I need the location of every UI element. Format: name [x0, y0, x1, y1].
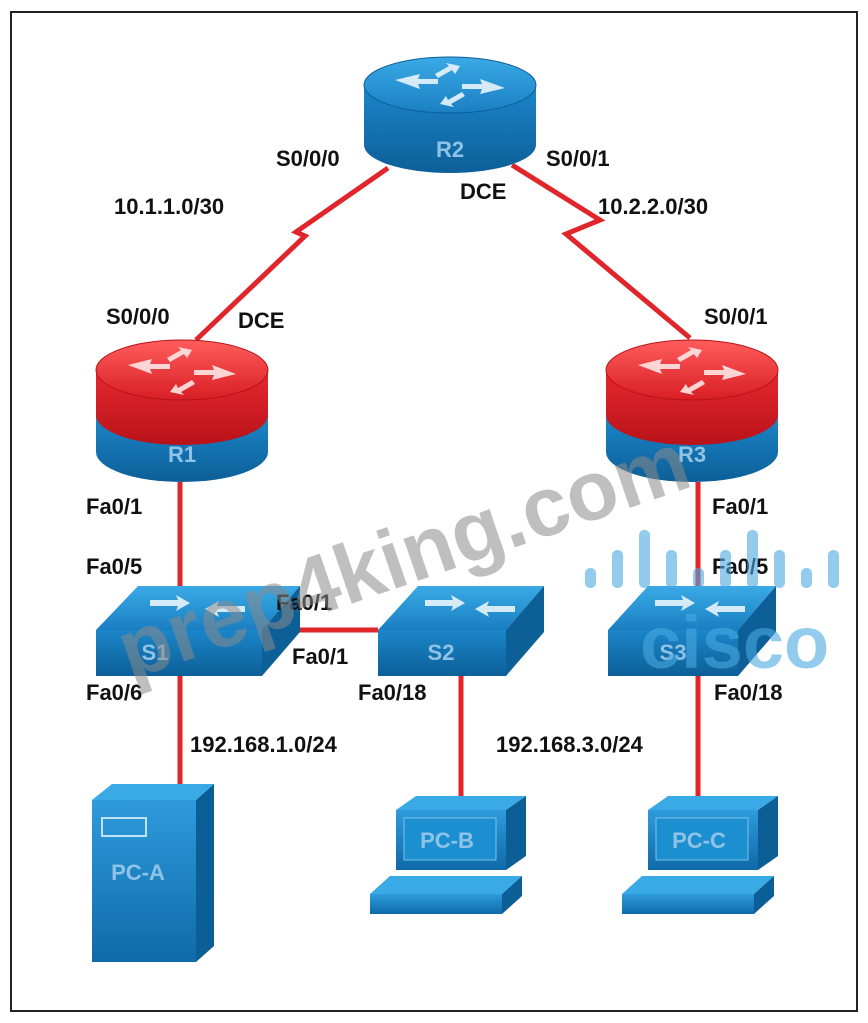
- pc-c[interactable]: PC-C: [622, 796, 778, 914]
- pc-a-name: PC-A: [111, 860, 165, 885]
- router-arrows-icon: [395, 63, 505, 107]
- label-r1-s000: S0/0/0: [106, 304, 170, 329]
- label-r2-dce: DCE: [460, 179, 506, 204]
- router-r2[interactable]: R2: [363, 56, 537, 173]
- serial-link-r1-r2: [194, 165, 390, 342]
- switch-arrows-icon: [655, 595, 745, 617]
- switch-s3[interactable]: S3: [608, 586, 776, 676]
- switch-s2-name: S2: [428, 640, 455, 665]
- serial-link-r2-r3: [510, 162, 692, 340]
- label-net-r1-r2: 10.1.1.0/30: [114, 194, 224, 219]
- label-r3-s001: S0/0/1: [704, 304, 768, 329]
- monitor-screen-icon: [403, 817, 497, 861]
- router-r3-name: R3: [678, 442, 706, 467]
- label-s2-fa01: Fa0/1: [292, 644, 348, 669]
- cisco-logo-watermark: cisco: [585, 530, 839, 684]
- label-r2-s001: S0/0/1: [546, 146, 610, 171]
- pc-c-name: PC-C: [672, 828, 726, 853]
- switch-arrows-icon: [150, 595, 245, 617]
- label-lan1: 192.168.1.0/24: [190, 732, 338, 757]
- router-arrows-icon: [128, 347, 236, 395]
- label-r1-dce: DCE: [238, 308, 284, 333]
- cisco-brand-text: cisco: [640, 601, 829, 684]
- router-arrows-icon: [638, 347, 746, 395]
- cisco-bars-icon: [585, 530, 839, 588]
- label-s1-fa06: Fa0/6: [86, 680, 142, 705]
- switch-s2[interactable]: S2: [378, 586, 544, 676]
- router-r1-name: R1: [168, 442, 196, 467]
- pc-b-name: PC-B: [420, 828, 474, 853]
- label-s3-fa018: Fa0/18: [714, 680, 783, 705]
- label-s1-fa01: Fa0/1: [276, 590, 332, 615]
- label-r2-s000: S0/0/0: [276, 146, 340, 171]
- switch-s3-name: S3: [660, 640, 687, 665]
- label-r3-fa01: Fa0/1: [712, 494, 768, 519]
- switch-s1[interactable]: S1: [96, 586, 300, 676]
- pc-b[interactable]: PC-B: [370, 796, 526, 914]
- label-s1-fa05: Fa0/5: [86, 554, 142, 579]
- label-r1-fa01: Fa0/1: [86, 494, 142, 519]
- labels: S0/0/0 S0/0/1 DCE 10.1.1.0/30 10.2.2.0/3…: [86, 146, 783, 757]
- label-lan3: 192.168.3.0/24: [496, 732, 644, 757]
- router-r2-name: R2: [436, 137, 464, 162]
- label-net-r2-r3: 10.2.2.0/30: [598, 194, 708, 219]
- switch-arrows-icon: [425, 595, 515, 617]
- router-r3[interactable]: R3: [605, 339, 779, 482]
- label-s2-fa018: Fa0/18: [358, 680, 427, 705]
- drive-slot-icon: [101, 817, 147, 837]
- pc-a[interactable]: PC-A: [92, 784, 214, 962]
- monitor-screen-icon: [655, 817, 749, 861]
- switch-s1-name: S1: [142, 640, 169, 665]
- router-r1[interactable]: R1: [95, 339, 269, 482]
